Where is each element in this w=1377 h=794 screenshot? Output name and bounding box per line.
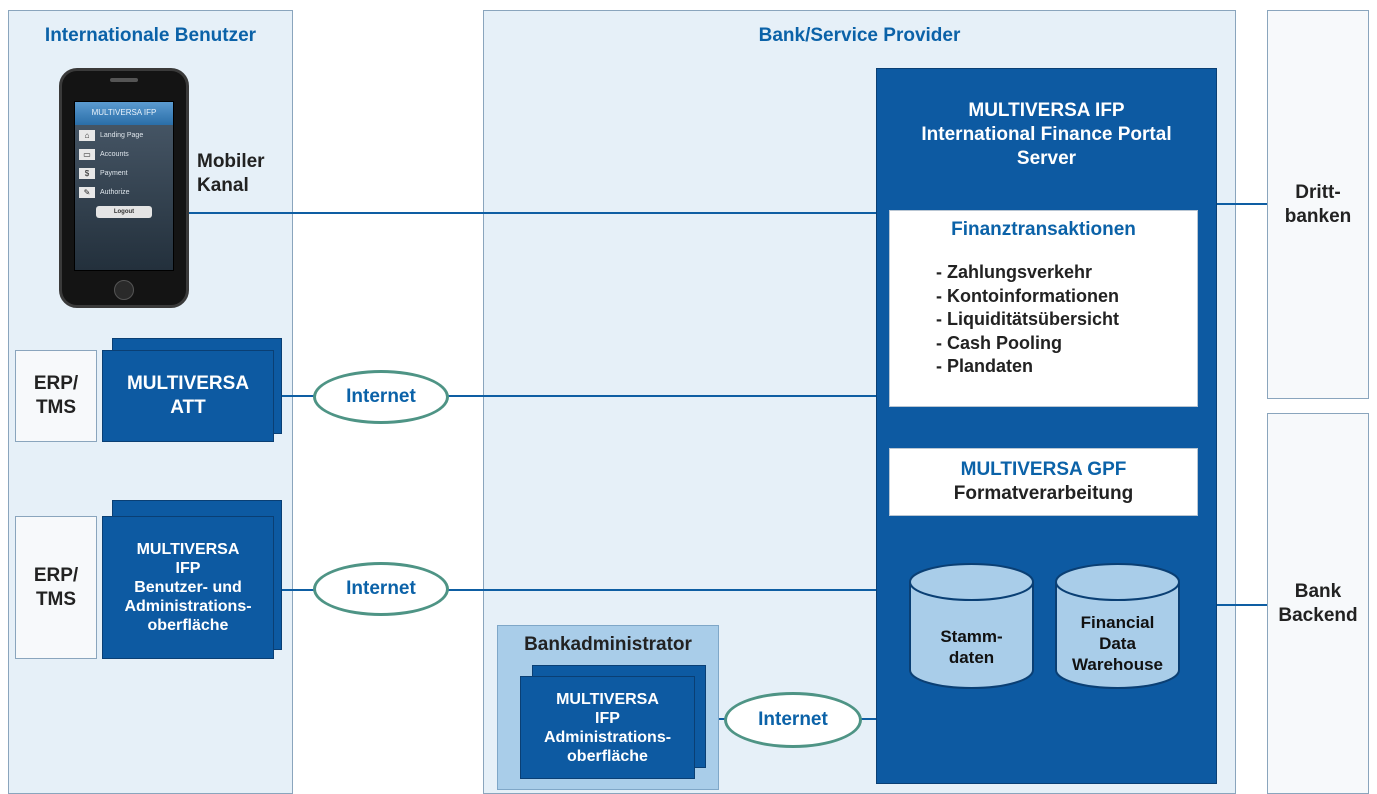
- ifp-ui-line3: Benutzer- und: [134, 579, 242, 596]
- phone-logout-label: Logout: [113, 209, 135, 215]
- bank-backend-box: Bank Backend: [1267, 413, 1369, 794]
- gpf-title: MULTIVERSA GPF: [960, 459, 1127, 480]
- phone-home-button[interactable]: [114, 280, 134, 300]
- authorize-icon: ✎: [79, 187, 95, 198]
- financial-data-warehouse-database: [1055, 563, 1180, 689]
- gpf-subtitle: Formatverarbeitung: [953, 483, 1134, 504]
- multiversa-gpf-box: MULTIVERSA GPF Formatverarbeitung: [889, 448, 1198, 516]
- internationale-benutzer-title: Internationale Benutzer: [44, 25, 257, 46]
- finanz-item-zahlungsverkehr: - Zahlungsverkehr: [936, 262, 1093, 282]
- phone-menu-label-accounts: Accounts: [100, 151, 129, 158]
- bankadmin-line4: oberfläche: [567, 747, 648, 765]
- phone-menu-label-authorize: Authorize: [100, 189, 130, 196]
- phone-app-title: MULTIVERSA IFP: [91, 108, 157, 117]
- drittbanken-line2: banken: [1284, 205, 1352, 227]
- ifp-server-title: MULTIVERSA IFP International Finance Por…: [877, 99, 1216, 171]
- multiversa-ifp-admin-box: MULTIVERSA IFP Administrations- oberfläc…: [520, 676, 695, 779]
- ifp-server-line2: International Finance Portal: [921, 124, 1172, 145]
- finanztransaktionen-list: - Zahlungsverkehr - Kontoinformationen -…: [890, 261, 1197, 379]
- mobiler-kanal-line2: Kanal: [197, 175, 249, 196]
- bank-backend-line1: Bank: [1294, 580, 1342, 602]
- erp-tms-box-1: ERP/ TMS: [15, 350, 97, 442]
- multiversa-ifp-ui-box: MULTIVERSA IFP Benutzer- und Administrat…: [102, 516, 274, 659]
- drittbanken-box: Dritt- banken: [1267, 10, 1369, 399]
- fdw-line2: Data: [1099, 634, 1136, 653]
- finanz-item-cash-pooling: - Cash Pooling: [936, 332, 1062, 353]
- stammdaten-label: Stamm- daten: [908, 626, 1035, 668]
- phone-app-header: MULTIVERSA IFP: [75, 102, 173, 125]
- phone-menu-label-payment: Payment: [100, 170, 128, 177]
- ifp-ui-line5: oberfläche: [147, 617, 229, 634]
- internet-oval-att: Internet: [313, 370, 449, 424]
- finanz-item-liquiditaet: - Liquiditätsübersicht: [936, 309, 1120, 329]
- ifp-ui-line4: Administrations-: [124, 598, 252, 615]
- erp-tms-2-line1: ERP/: [33, 564, 79, 586]
- erp-tms-1-line2: TMS: [35, 397, 77, 418]
- mobiler-kanal-label: Mobiler Kanal: [197, 150, 265, 198]
- bankadmin-line2: IFP: [595, 709, 620, 727]
- finanztransaktionen-title: Finanztransaktionen: [951, 219, 1136, 240]
- bank-backend-line2: Backend: [1278, 604, 1358, 626]
- mobile-connection-line: [186, 212, 876, 214]
- bankadministrator-title: Bankadministrator: [524, 634, 692, 655]
- stammdaten-line1: Stamm-: [940, 627, 1003, 646]
- phone-menu-item-landing[interactable]: ⌂ Landing Page: [79, 130, 169, 141]
- ifp-connection-line: [280, 589, 876, 591]
- phone-menu-label-landing: Landing Page: [100, 132, 144, 139]
- phone-logout-button[interactable]: Logout: [96, 206, 152, 218]
- phone-menu-item-authorize[interactable]: ✎ Authorize: [79, 187, 169, 198]
- backend-connection-line: [1216, 604, 1267, 606]
- home-icon: ⌂: [79, 130, 95, 141]
- att-line2: ATT: [170, 397, 206, 418]
- stammdaten-database: [909, 563, 1034, 689]
- drittbanken-connection-line: [1216, 203, 1267, 205]
- ifp-server-line1: MULTIVERSA IFP: [968, 100, 1125, 121]
- financial-data-warehouse-label: Financial Data Warehouse: [1054, 612, 1181, 675]
- att-line1: MULTIVERSA: [126, 373, 250, 394]
- internet-label-att: Internet: [346, 386, 416, 407]
- bank-service-provider-title: Bank/Service Provider: [758, 25, 961, 46]
- phone-screen: MULTIVERSA IFP ⌂ Landing Page ▭ Accounts…: [74, 101, 174, 271]
- fdw-line1: Financial: [1080, 613, 1155, 632]
- ifp-ui-line1: MULTIVERSA: [136, 541, 240, 558]
- finanz-item-plandaten: - Plandaten: [936, 356, 1034, 376]
- finanztransaktionen-box: Finanztransaktionen - Zahlungsverkehr - …: [889, 210, 1198, 407]
- bankadmin-line1: MULTIVERSA: [556, 690, 659, 708]
- internet-label-admin: Internet: [758, 709, 828, 730]
- phone-menu-item-payment[interactable]: $ Payment: [79, 168, 169, 179]
- bankadmin-line3: Administrations-: [543, 728, 672, 746]
- att-connection-line: [280, 395, 876, 397]
- erp-tms-box-2: ERP/ TMS: [15, 516, 97, 659]
- smartphone: MULTIVERSA IFP ⌂ Landing Page ▭ Accounts…: [59, 68, 189, 308]
- erp-tms-1-line1: ERP/: [33, 373, 79, 394]
- multiversa-att-box: MULTIVERSA ATT: [102, 350, 274, 442]
- erp-tms-2-line2: TMS: [35, 588, 77, 610]
- internet-oval-ifp: Internet: [313, 562, 449, 616]
- finanz-item-kontoinformationen: - Kontoinformationen: [936, 285, 1119, 306]
- internet-label-ifp: Internet: [346, 578, 416, 599]
- payment-icon: $: [79, 168, 95, 179]
- fdw-line3: Warehouse: [1071, 655, 1163, 674]
- ifp-server-line3: Server: [1016, 148, 1077, 169]
- mobiler-kanal-line1: Mobiler: [197, 151, 265, 172]
- accounts-icon: ▭: [79, 149, 95, 160]
- internet-oval-admin: Internet: [724, 692, 862, 748]
- drittbanken-line1: Dritt-: [1295, 181, 1341, 203]
- stammdaten-line2: daten: [948, 648, 995, 667]
- phone-menu-item-accounts[interactable]: ▭ Accounts: [79, 149, 169, 160]
- ifp-ui-line2: IFP: [175, 560, 201, 577]
- phone-speaker: [110, 78, 138, 82]
